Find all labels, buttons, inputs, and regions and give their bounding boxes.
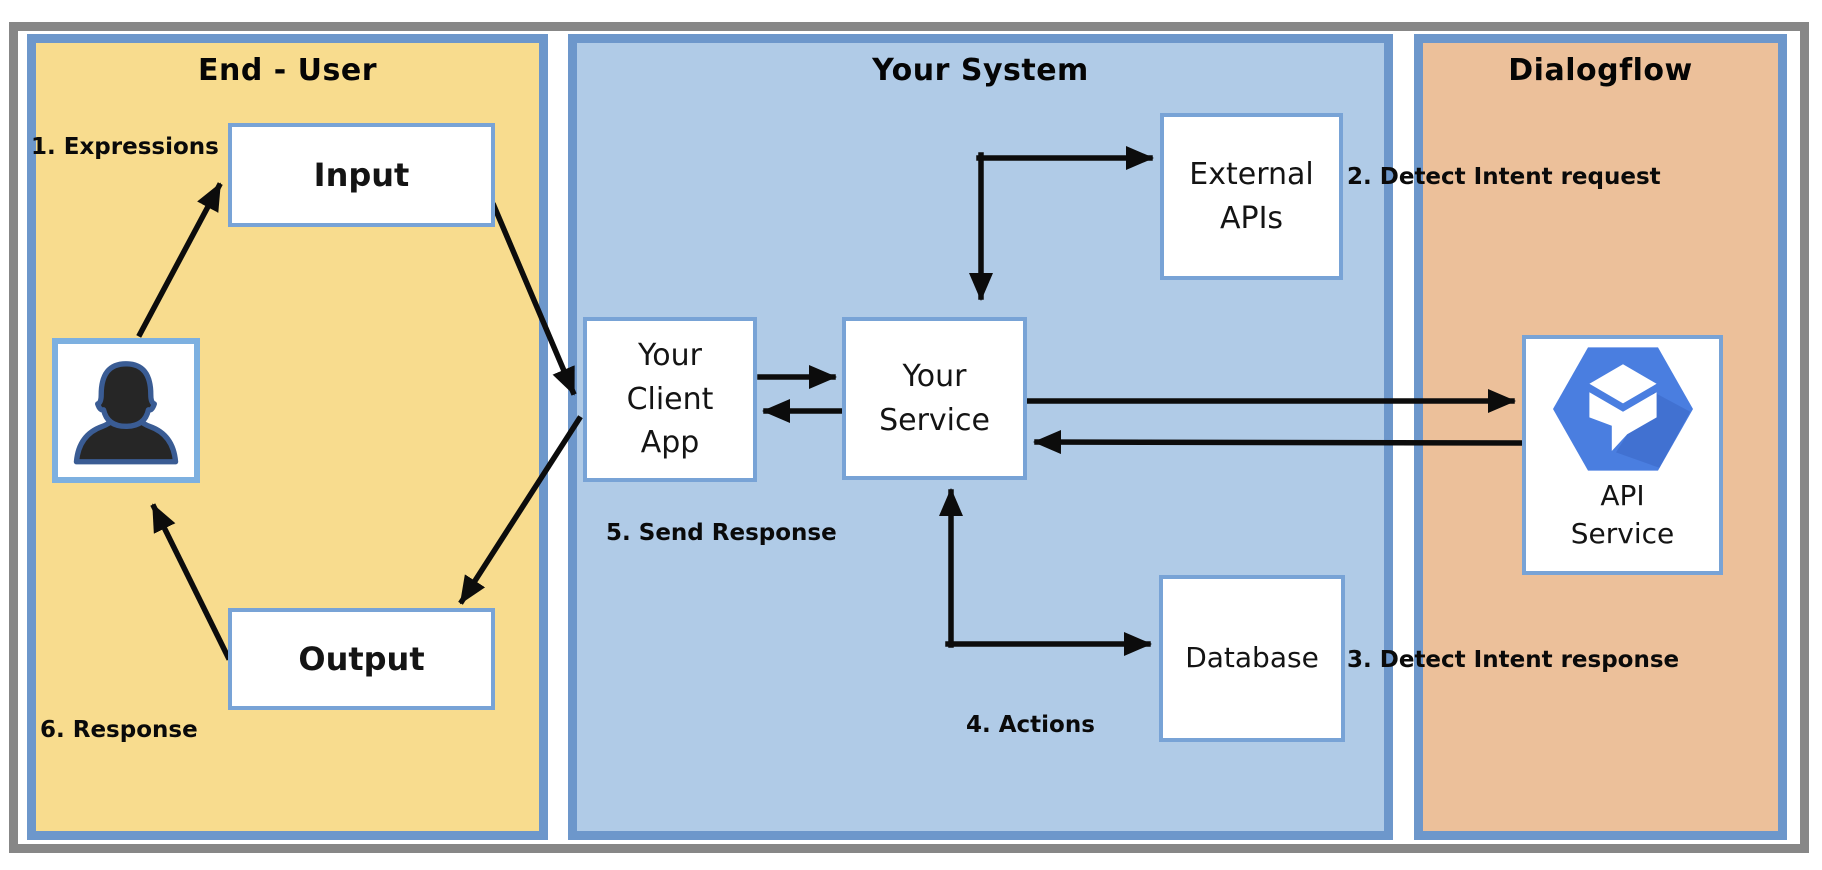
dialogflow-logo-icon [1552,347,1693,471]
outer-border [9,22,1809,853]
node-client-app: Your Client App [583,317,757,482]
panel-title-end-user: End - User [197,53,378,88]
step-label-response: 6. Response [40,717,198,743]
node-input-label: Input [313,155,410,194]
panel-title-your-system: Your System [872,53,1089,88]
node-end-user [52,338,200,483]
user-silhouette-icon [73,360,179,464]
step-label-expressions: 1. Expressions [31,134,219,160]
step-label-detect-intent-request: 2. Detect Intent request [1347,164,1661,190]
node-output-label: Output [298,639,425,678]
node-client-app-label: Your Client App [626,338,714,461]
node-input: Input [228,123,495,227]
node-database-label: Database [1185,641,1319,675]
node-api-service-label: API Service [1570,479,1675,550]
step-label-actions: 4. Actions [966,712,1095,738]
step-label-send-response: 5. Send Response [606,520,837,546]
panel-title-dialogflow: Dialogflow [1508,53,1693,88]
node-api-service: API Service [1522,335,1723,575]
step-label-detect-intent-response: 3. Detect Intent response [1347,647,1680,673]
node-your-service: Your Service [842,317,1027,480]
node-external-apis: External APIs [1160,113,1343,280]
node-external-apis-label: External APIs [1189,157,1314,236]
node-database: Database [1159,575,1345,742]
node-output: Output [228,608,495,710]
node-your-service-label: Your Service [879,359,990,438]
